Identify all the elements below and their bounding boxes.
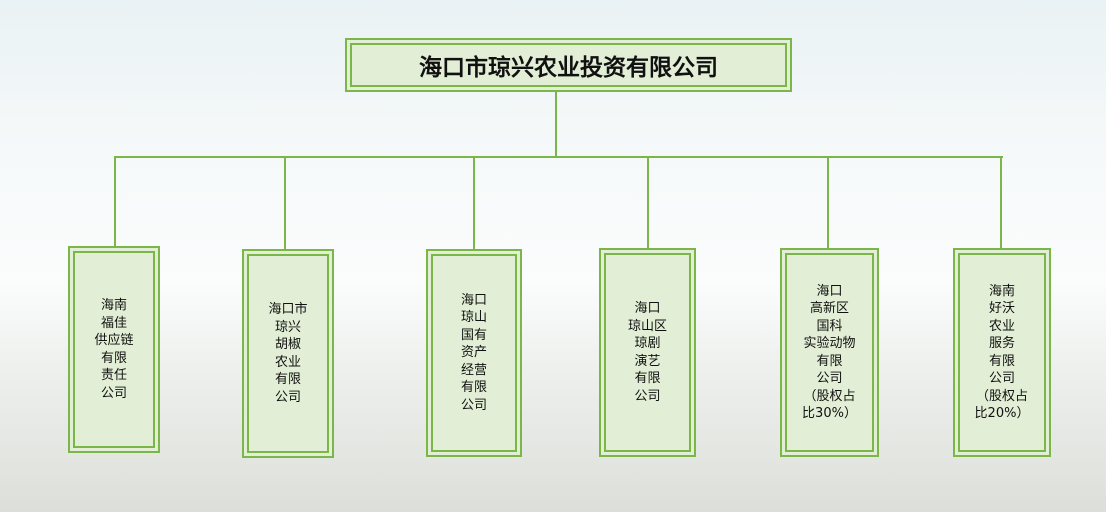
subsidiary-name-line: 有限 bbox=[100, 350, 127, 366]
connector-drop-3 bbox=[473, 156, 475, 250]
subsidiary-name-line: 国有 bbox=[460, 327, 487, 343]
subsidiary-name-line: 公司 bbox=[100, 385, 127, 401]
subsidiary-name-line: 比20%） bbox=[974, 406, 1030, 421]
connector-horizontal bbox=[114, 156, 1003, 158]
subsidiary-name-line: 责任 bbox=[100, 368, 127, 383]
connector-drop-5 bbox=[827, 156, 829, 249]
subsidiary-name-line: 海口 bbox=[460, 292, 487, 308]
subsidiary-name-line: 国科 bbox=[816, 318, 843, 334]
subsidiary-name-line: 有限 bbox=[460, 380, 487, 396]
subsidiary-name-line: 海南 bbox=[988, 283, 1015, 299]
subsidiary-box-1: 海南福佳供应链有限责任公司 bbox=[68, 246, 160, 453]
subsidiary-name-line: 琼剧 bbox=[634, 336, 661, 351]
subsidiary-name-line: （股权占 bbox=[803, 388, 856, 404]
subsidiary-box-5: 海口高新区国科实验动物有限公司 （股权占比30%） bbox=[780, 248, 879, 457]
subsidiary-name-line: 福佳 bbox=[100, 315, 127, 331]
subsidiary-name-line: 海口 bbox=[634, 301, 661, 316]
subsidiary-name-line: 比30%） bbox=[802, 406, 857, 421]
subsidiary-name-line: 好沃 bbox=[988, 301, 1015, 316]
subsidiary-name-line: 琼山区 bbox=[627, 318, 667, 334]
subsidiary-box-4: 海口琼山区琼剧演艺有限公司 bbox=[599, 248, 696, 457]
subsidiary-name-line: 有限 bbox=[634, 371, 661, 386]
subsidiary-box-2: 海口市琼兴胡椒农业有限公司 bbox=[242, 249, 334, 458]
subsidiary-box-3: 海口琼山国有资产经营有限公司 bbox=[426, 249, 522, 457]
subsidiary-name-line: （股权占 bbox=[975, 388, 1028, 404]
subsidiary-name-line: 公司 bbox=[988, 371, 1015, 386]
subsidiary-box-6: 海南好沃农业服务有限公司 （股权占比20%） bbox=[953, 248, 1051, 457]
subsidiary-name-line: 公司 bbox=[634, 388, 661, 404]
subsidiary-name-line: 农业 bbox=[274, 354, 301, 370]
subsidiary-name-line: 实验动物 bbox=[803, 336, 856, 351]
subsidiary-name-line: 高新区 bbox=[809, 301, 849, 316]
subsidiary-name-line: 农业 bbox=[988, 318, 1015, 334]
root-company-name: 海口市琼兴农业投资有限公司 bbox=[419, 55, 718, 81]
subsidiary-name-line: 有限 bbox=[988, 353, 1015, 369]
subsidiary-name-line: 海口 bbox=[816, 283, 843, 299]
subsidiary-name-line: 有限 bbox=[274, 372, 301, 387]
connector-drop-2 bbox=[284, 156, 286, 250]
connector-drop-1 bbox=[114, 156, 116, 247]
connector-root-vertical bbox=[555, 90, 557, 158]
subsidiary-name-line: 资产 bbox=[460, 345, 487, 361]
subsidiary-name-line: 公司 bbox=[460, 397, 487, 413]
subsidiary-name-line: 胡椒 bbox=[274, 337, 301, 352]
subsidiary-name-line: 公司 bbox=[274, 389, 301, 405]
subsidiary-name-line: 演艺 bbox=[634, 353, 661, 369]
subsidiary-name-line: 海口市 bbox=[268, 302, 308, 317]
subsidiary-name-line: 有限 bbox=[816, 353, 843, 369]
connector-drop-4 bbox=[647, 156, 649, 249]
subsidiary-name-line: 供应链 bbox=[94, 333, 134, 348]
subsidiary-name-line: 服务 bbox=[988, 336, 1015, 351]
subsidiary-name-line: 琼兴 bbox=[274, 319, 301, 335]
subsidiary-name-line: 海南 bbox=[100, 298, 127, 313]
connector-drop-6 bbox=[1000, 156, 1002, 249]
subsidiary-name-line: 公司 bbox=[816, 371, 843, 386]
subsidiary-name-line: 经营 bbox=[460, 362, 487, 378]
root-company-box: 海口市琼兴农业投资有限公司 bbox=[345, 38, 792, 92]
subsidiary-name-line: 琼山 bbox=[460, 310, 487, 326]
